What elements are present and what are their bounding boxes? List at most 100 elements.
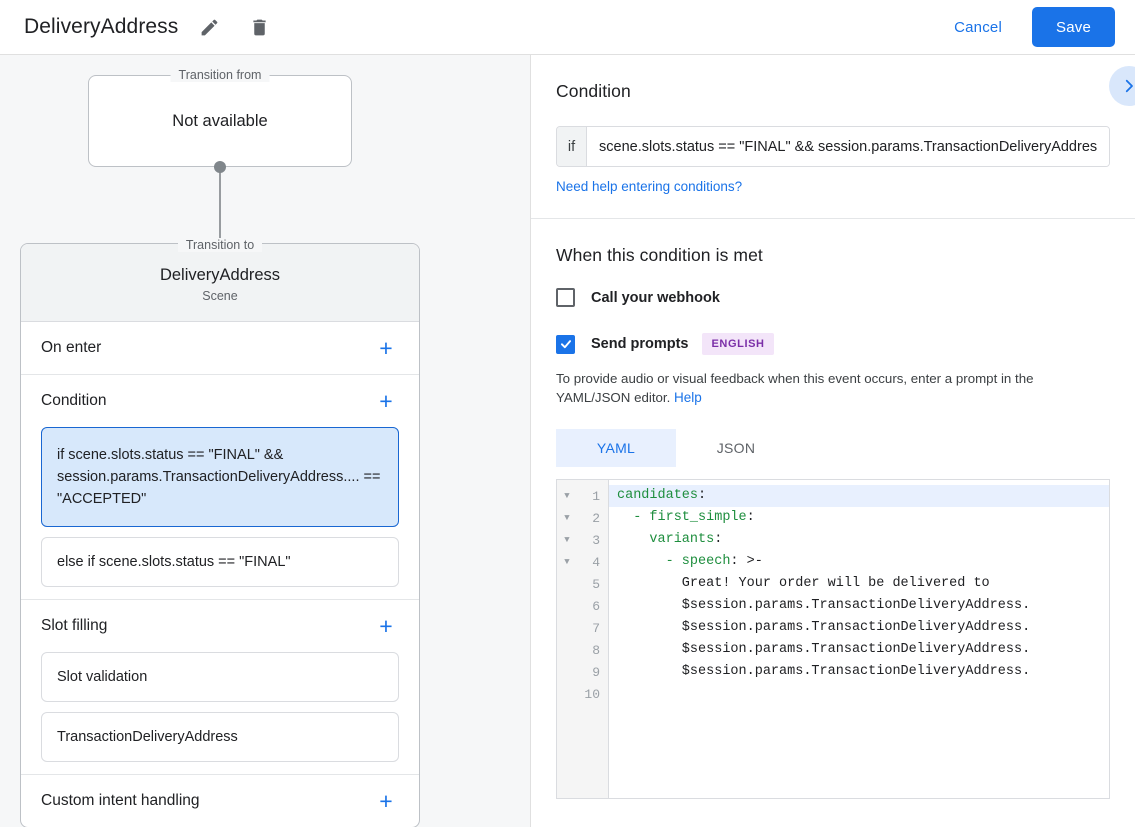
need-help-link[interactable]: Need help entering conditions? [556, 179, 743, 194]
yaml-value-token: : [698, 488, 707, 503]
collapse-panel-button[interactable] [1109, 66, 1135, 106]
list-item[interactable]: if scene.slots.status == "FINAL" && sess… [41, 427, 399, 527]
code-line: candidates: [609, 485, 1109, 507]
top-bar: DeliveryAddress Cancel Save [0, 0, 1135, 55]
gutter-row: ▼4 [557, 551, 608, 573]
when-condition-met-section: When this condition is met Call your web… [531, 219, 1135, 799]
list-item[interactable]: TransactionDeliveryAddress [41, 712, 399, 762]
condition-input-row: if [556, 126, 1110, 167]
yaml-value-token: : >- [730, 554, 763, 569]
code-line: $session.params.TransactionDeliveryAddre… [609, 617, 1109, 639]
transition-to-scene-type: Scene [202, 289, 238, 303]
condition-heading: Condition [556, 81, 631, 101]
yaml-value-token: $session.params.TransactionDeliveryAddre… [617, 642, 1031, 657]
trash-icon [253, 19, 266, 35]
yaml-key-token: variants [617, 532, 715, 547]
line-number: 8 [592, 642, 600, 658]
list-item[interactable]: else if scene.slots.status == "FINAL" [41, 537, 399, 587]
call-webhook-row[interactable]: Call your webhook [556, 288, 1110, 307]
section-body: if scene.slots.status == "FINAL" && sess… [41, 427, 399, 599]
call-webhook-checkbox[interactable] [556, 288, 575, 307]
section-title: Condition [41, 392, 107, 409]
language-badge: ENGLISH [702, 333, 774, 355]
code-line: - speech: >- [609, 551, 1109, 573]
line-number: 3 [592, 532, 600, 548]
yaml-key-token: candidates [617, 488, 699, 503]
section-header: On enter + [41, 322, 399, 374]
scene-sections: On enter + Condition + if scene.slots.status… [21, 322, 419, 827]
section-title: Slot filling [41, 617, 108, 634]
add-icon-button[interactable]: + [379, 334, 393, 361]
fold-toggle-icon[interactable]: ▼ [564, 491, 570, 501]
right-panel: Condition if Need help entering conditio… [530, 55, 1135, 827]
prompts-helper-body: To provide audio or visual feedback when… [556, 371, 1034, 405]
code-line: $session.params.TransactionDeliveryAddre… [609, 595, 1109, 617]
section-header: Condition + [41, 375, 399, 427]
transition-from-value: Not available [172, 111, 268, 130]
condition-if-label: if [557, 127, 587, 166]
transition-from-legend: Transition from [170, 68, 270, 82]
gutter-row: ▼3 [557, 529, 608, 551]
transition-to-card: DeliveryAddress Scene On enter+Condition… [20, 243, 420, 827]
code-line: variants: [609, 529, 1109, 551]
send-prompts-checkbox[interactable] [556, 334, 575, 354]
yaml-value-token: Great! Your order will be delivered to [617, 576, 990, 591]
yaml-value-token: $session.params.TransactionDeliveryAddre… [617, 620, 1031, 635]
gutter-row: 5 [557, 573, 608, 595]
save-button[interactable]: Save [1032, 7, 1115, 47]
editor-format-tabs: YAML JSON [556, 429, 1110, 467]
transition-from-box[interactable]: Transition from Not available [88, 68, 352, 167]
yaml-key-token: - speech [617, 554, 731, 569]
page-title: DeliveryAddress [24, 15, 179, 38]
line-number: 9 [592, 664, 600, 680]
help-link[interactable]: Help [674, 390, 702, 405]
line-number: 6 [592, 598, 600, 614]
section-condition: Condition + if scene.slots.status == "FINA… [21, 375, 419, 600]
code-line: $session.params.TransactionDeliveryAddre… [609, 661, 1109, 683]
yaml-value-token: $session.params.TransactionDeliveryAddre… [617, 664, 1031, 679]
tab-json[interactable]: JSON [716, 440, 756, 456]
gutter-row: 9 [557, 661, 608, 683]
send-prompts-label: Send prompts [591, 336, 689, 352]
list-item[interactable]: Slot validation [41, 652, 399, 702]
fold-toggle-icon[interactable]: ▼ [564, 513, 570, 523]
add-icon-button[interactable]: + [379, 612, 393, 639]
yaml-value-token: $session.params.TransactionDeliveryAddre… [617, 598, 1031, 613]
chevron-right-icon [1125, 79, 1133, 93]
gutter-row: ▼1 [557, 485, 608, 507]
add-icon-button[interactable]: + [379, 787, 393, 814]
add-icon-button[interactable]: + [379, 387, 393, 414]
cancel-button[interactable]: Cancel [946, 11, 1010, 44]
yaml-key-token: - first_simple [617, 510, 747, 525]
left-panel: Transition from Not available DeliveryAd… [0, 55, 530, 827]
gutter-row: 7 [557, 617, 608, 639]
line-number: 10 [584, 686, 600, 702]
condition-input[interactable] [587, 127, 1109, 166]
section-title: Custom intent handling [41, 792, 200, 809]
call-webhook-label: Call your webhook [591, 289, 720, 306]
section-on-enter: On enter + [21, 322, 419, 375]
editor-code-area[interactable]: candidates: - first_simple: variants: - … [609, 480, 1109, 798]
delete-icon-button[interactable] [242, 10, 276, 44]
section-header: Custom intent handling + [41, 775, 399, 827]
tab-yaml[interactable]: YAML [556, 429, 676, 467]
edit-icon-button[interactable] [192, 10, 226, 44]
prompts-helper-text: To provide audio or visual feedback when… [556, 369, 1110, 407]
code-line: Great! Your order will be delivered to [609, 573, 1109, 595]
checkmark-icon [560, 340, 571, 349]
line-number: 4 [592, 554, 600, 570]
transition-to-header[interactable]: DeliveryAddress Scene [21, 244, 419, 322]
gutter-row: 6 [557, 595, 608, 617]
section-title: On enter [41, 339, 102, 356]
fold-toggle-icon[interactable]: ▼ [564, 535, 570, 545]
line-number: 7 [592, 620, 600, 636]
send-prompts-row[interactable]: Send prompts ENGLISH [556, 333, 1110, 355]
line-number: 2 [592, 510, 600, 526]
line-number: 1 [592, 488, 600, 504]
code-line: $session.params.TransactionDeliveryAddre… [609, 639, 1109, 661]
code-line [609, 683, 1109, 705]
fold-toggle-icon[interactable]: ▼ [564, 557, 570, 567]
